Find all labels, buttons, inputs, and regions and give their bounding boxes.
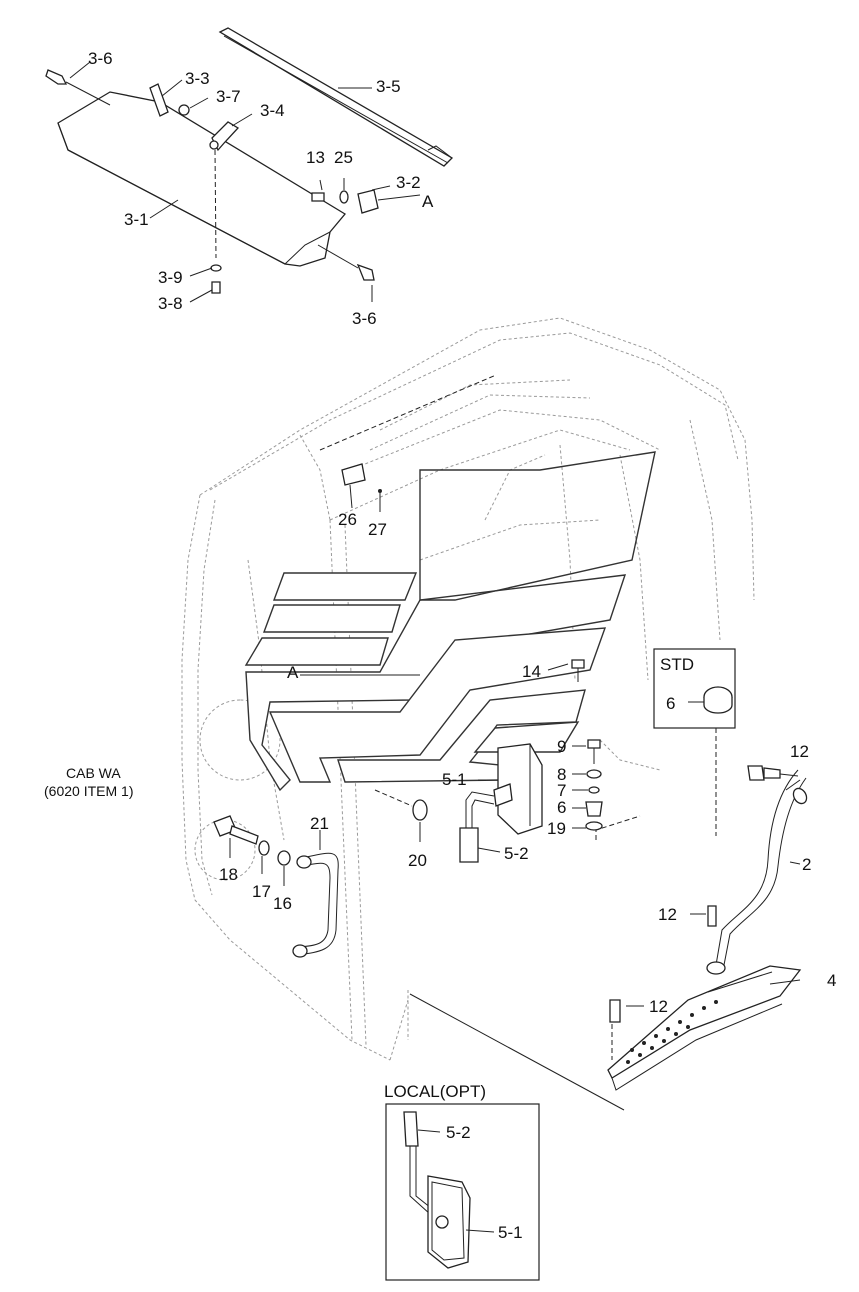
- part-labels: 3-6 3-3 3-7 3-5 3-4 13 25 3-2 A 3-1 3-9 …: [44, 49, 836, 1242]
- visor-assembly: [45, 27, 454, 303]
- step-holes: [626, 1000, 718, 1064]
- label-a-top: A: [422, 192, 434, 211]
- label-5-2: 5-2: [504, 844, 529, 863]
- bracket-26: [341, 463, 366, 486]
- label-12-b: 12: [658, 905, 677, 924]
- bolt-3-6-top: [45, 69, 68, 85]
- label-16: 16: [273, 894, 292, 913]
- label-12-c: 12: [649, 997, 668, 1016]
- label-19: 19: [547, 819, 566, 838]
- label-3-2: 3-2: [396, 173, 421, 192]
- bracket-3-3: [149, 83, 169, 117]
- label-12-a: 12: [790, 742, 809, 761]
- label-9: 9: [557, 737, 566, 756]
- label-21: 21: [310, 814, 329, 833]
- label-3-9: 3-9: [158, 268, 183, 287]
- label-3-6-bot: 3-6: [352, 309, 377, 328]
- label-14: 14: [522, 662, 541, 681]
- label-26: 26: [338, 510, 357, 529]
- std-box: [653, 648, 736, 836]
- handrail-assembly: [409, 765, 808, 1111]
- label-cab-item: (6020 ITEM 1): [44, 783, 133, 799]
- grab-handle-assembly: [213, 815, 339, 958]
- bracket-3-2: [357, 189, 379, 214]
- label-7: 7: [557, 781, 566, 800]
- stay-5-2: [459, 827, 479, 863]
- label-a-mid: A: [287, 663, 299, 682]
- label-25: 25: [334, 148, 353, 167]
- label-5-1-local: 5-1: [498, 1223, 523, 1242]
- label-std: STD: [660, 655, 694, 674]
- label-18: 18: [219, 865, 238, 884]
- mount-a: [300, 374, 497, 676]
- label-3-1: 3-1: [124, 210, 149, 229]
- mirror-assembly: [374, 659, 641, 863]
- label-8: 8: [557, 765, 566, 784]
- label-3-4: 3-4: [260, 101, 285, 120]
- label-20: 20: [408, 851, 427, 870]
- step-plate-4: [607, 965, 802, 1079]
- label-5-1: 5-1: [442, 770, 467, 789]
- label-2: 2: [802, 855, 811, 874]
- window-panels: [244, 451, 656, 792]
- local-mirror-5-1: [427, 1175, 471, 1269]
- label-6-std: 6: [666, 694, 675, 713]
- label-3-3: 3-3: [185, 69, 210, 88]
- bolt-3-6-bot: [356, 263, 375, 281]
- label-4: 4: [827, 971, 836, 990]
- label-6: 6: [557, 798, 566, 817]
- label-5-2-local: 5-2: [446, 1123, 471, 1142]
- local-opt-box: [385, 1103, 540, 1281]
- label-3-8: 3-8: [158, 294, 183, 313]
- label-3-5: 3-5: [376, 77, 401, 96]
- label-13: 13: [306, 148, 325, 167]
- label-17: 17: [252, 882, 271, 901]
- label-27: 27: [368, 520, 387, 539]
- label-local-opt: LOCAL(OPT): [384, 1082, 486, 1101]
- label-3-6-top: 3-6: [88, 49, 113, 68]
- visor-3-1: [57, 91, 346, 267]
- label-cab-wa: CAB WA: [66, 765, 121, 781]
- label-3-7: 3-7: [216, 87, 241, 106]
